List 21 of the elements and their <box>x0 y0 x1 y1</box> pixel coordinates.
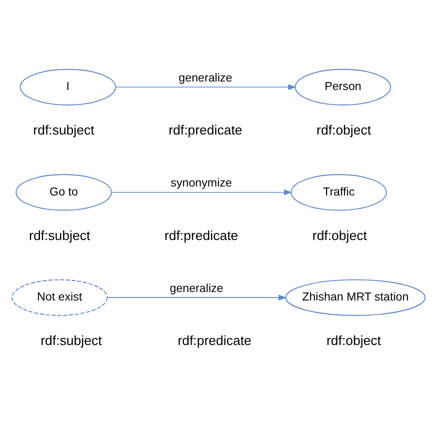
node-ellipse: Zhishan MRT station <box>285 278 426 316</box>
edge-label: generalize <box>170 281 224 294</box>
label: rdf:object <box>316 122 372 138</box>
node-ellipse: I <box>20 68 116 105</box>
arrow <box>111 188 292 195</box>
label: rdf:object <box>326 332 382 348</box>
edge-label: synonymize <box>170 176 232 190</box>
node-ellipse: Go to <box>16 174 112 210</box>
edge-label: generalize <box>178 70 232 84</box>
arrow <box>107 294 287 300</box>
node-ellipse: Person <box>294 68 392 105</box>
label: rdf:predicate <box>178 332 252 348</box>
label: rdf:subject <box>33 122 94 138</box>
arrow <box>115 84 296 90</box>
label: rdf:predicate <box>168 122 242 138</box>
node-ellipse: Traffic <box>290 174 387 210</box>
label: rdf:subject <box>40 332 102 348</box>
label: rdf:predicate <box>164 227 238 242</box>
label: rdf:subject <box>29 227 90 242</box>
node-ellipse: Not exist <box>12 278 108 316</box>
label: rdf:object <box>312 227 367 242</box>
